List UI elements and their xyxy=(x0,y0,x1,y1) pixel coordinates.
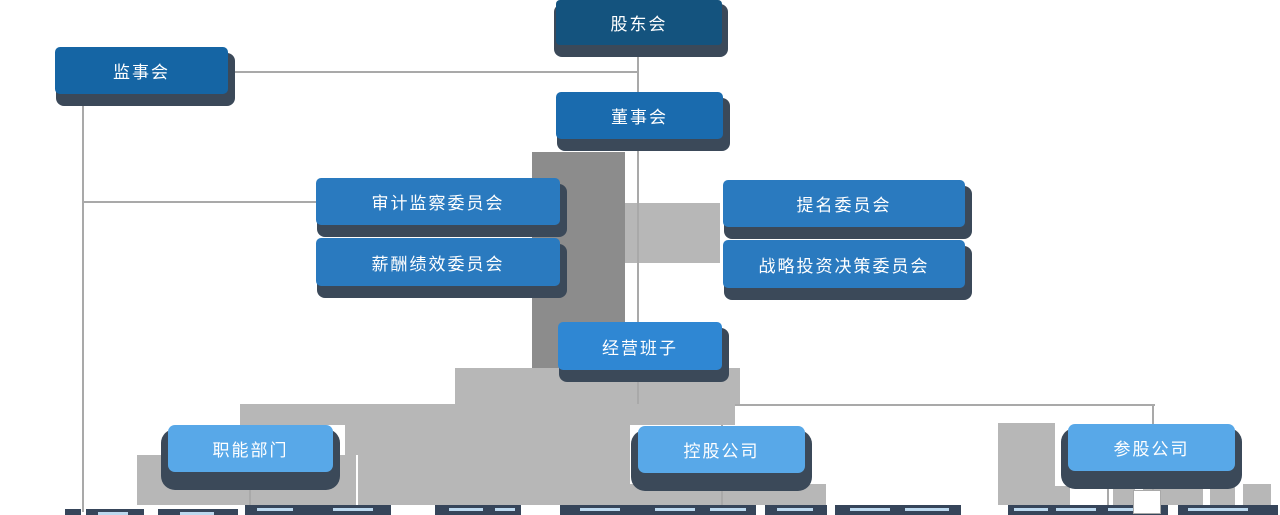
cutoff-box xyxy=(158,509,238,515)
org-node-management: 经营班子 xyxy=(558,322,722,370)
connector-blob-br-2 xyxy=(1113,484,1135,505)
connector-holding-children xyxy=(721,473,723,505)
org-node-label: 战略投资决策委员会 xyxy=(758,256,930,276)
org-node-label: 职能部门 xyxy=(212,441,289,460)
org-node-participating-companies: 参股公司 xyxy=(1068,424,1235,471)
org-node-functional-departments: 职能部门 xyxy=(168,425,333,472)
cutoff-box xyxy=(86,509,144,515)
org-node-label: 经营班子 xyxy=(602,338,678,358)
connector-blob-mid-bottom xyxy=(345,425,630,505)
org-node-label: 股东会 xyxy=(610,15,668,34)
cutoff-box xyxy=(560,505,756,515)
org-node-label: 薪酬绩效委员会 xyxy=(371,254,505,274)
connector-blob-right xyxy=(625,203,720,263)
org-node-label: 参股公司 xyxy=(1113,440,1190,459)
org-node-compensation-committee: 薪酬绩效委员会 xyxy=(316,238,560,286)
org-node-label: 董事会 xyxy=(611,108,668,127)
connector-blob-br-5 xyxy=(1243,484,1271,505)
connector-shareholders-board xyxy=(637,45,639,92)
cutoff-box xyxy=(835,505,961,515)
org-node-label: 审计监察委员会 xyxy=(371,194,505,213)
org-node-holding-companies: 控股公司 xyxy=(638,426,805,473)
connector-management-rail xyxy=(637,370,639,404)
connector-blob-under-holding xyxy=(630,484,826,505)
connector-drop-participating xyxy=(1152,404,1154,424)
cutoff-box-outline xyxy=(1133,490,1161,514)
cutoff-box xyxy=(1178,505,1278,515)
org-node-audit-committee: 审计监察委员会 xyxy=(316,178,560,225)
org-node-board: 董事会 xyxy=(556,92,723,139)
org-node-label: 提名委员会 xyxy=(796,196,892,215)
connector-gap-line xyxy=(356,455,358,505)
cutoff-box xyxy=(765,505,827,515)
org-node-label: 监事会 xyxy=(113,63,170,82)
cutoff-box xyxy=(65,509,81,515)
connector-participating-child-left xyxy=(1107,471,1109,505)
connector-supervisory-audit xyxy=(82,201,316,203)
connector-board-management xyxy=(637,139,639,322)
connector-functional-children xyxy=(249,472,251,505)
org-node-nomination-committee: 提名委员会 xyxy=(723,180,965,227)
org-node-supervisory: 监事会 xyxy=(55,47,228,94)
org-node-strategy-committee: 战略投资决策委员会 xyxy=(723,240,965,288)
connector-blob-br-4 xyxy=(1210,480,1235,505)
cutoff-box xyxy=(245,505,391,515)
connector-supervisory-trunk xyxy=(228,71,638,73)
connector-participating-children xyxy=(1152,471,1154,505)
connector-blob-band xyxy=(240,404,735,425)
org-node-shareholders: 股东会 xyxy=(556,0,722,45)
connector-blob-br-1 xyxy=(1040,486,1070,505)
org-node-label: 控股公司 xyxy=(683,442,760,461)
cutoff-box xyxy=(435,505,521,515)
connector-blob-under-management xyxy=(455,368,740,404)
connector-supervisory-down xyxy=(82,94,84,512)
